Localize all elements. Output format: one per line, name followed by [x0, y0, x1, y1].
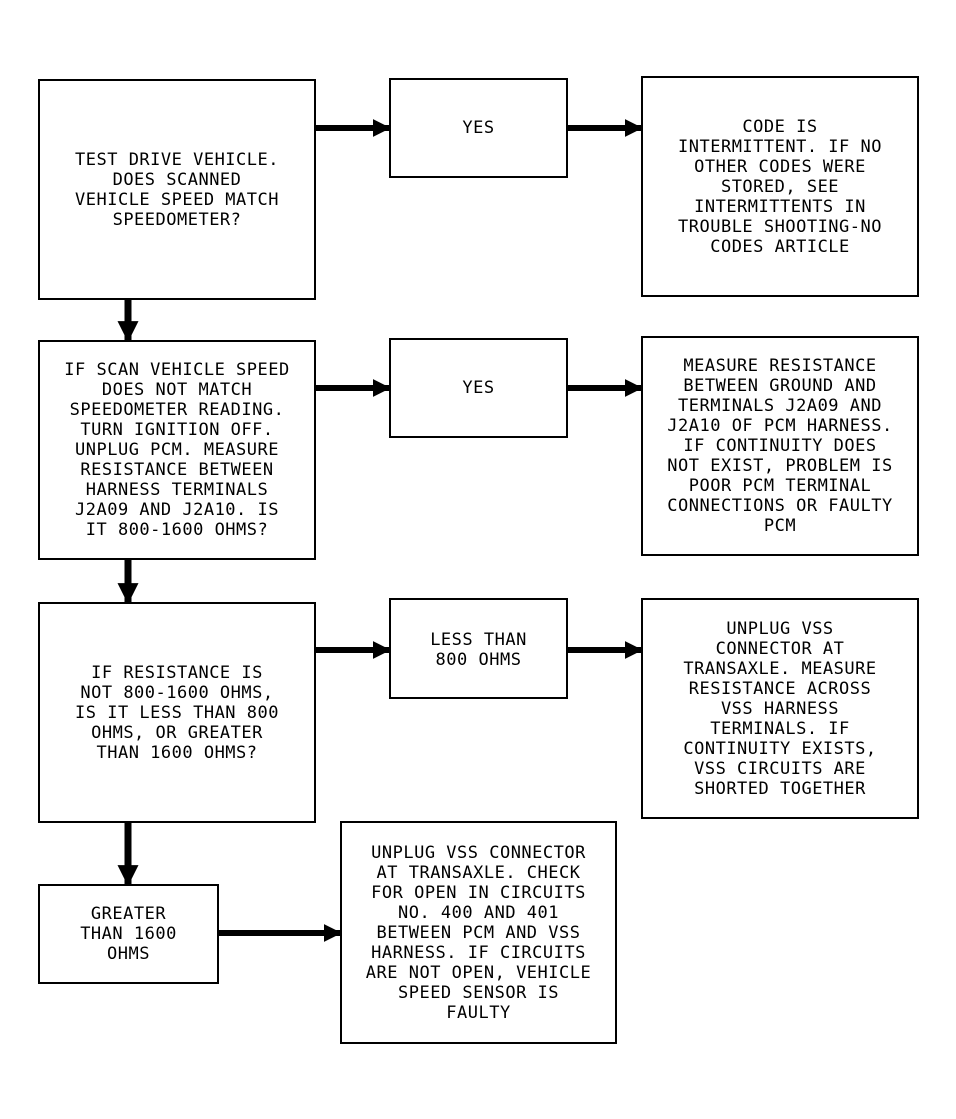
yes-text-2: YES: [462, 378, 495, 398]
vss-open-box: UNPLUG VSS CONNECTOR AT TRANSAXLE. CHECK…: [340, 821, 617, 1044]
scan-no-match-box: IF SCAN VEHICLE SPEED DOES NOT MATCH SPE…: [38, 340, 316, 560]
yes-box-1: YES: [389, 78, 568, 178]
measure-ground-text: MEASURE RESISTANCE BETWEEN GROUND AND TE…: [667, 356, 893, 536]
vss-open-text: UNPLUG VSS CONNECTOR AT TRANSAXLE. CHECK…: [365, 842, 592, 1023]
test-drive-box: TEST DRIVE VEHICLE. DOES SCANNED VEHICLE…: [38, 79, 316, 300]
measure-ground-box: MEASURE RESISTANCE BETWEEN GROUND AND TE…: [641, 336, 919, 556]
less-than-text: LESS THAN 800 OHMS: [430, 630, 527, 670]
vss-shorted-text: UNPLUG VSS CONNECTOR AT TRANSAXLE. MEASU…: [683, 618, 877, 799]
yes-text-1: YES: [462, 118, 495, 138]
intermittent-text: CODE IS INTERMITTENT. IF NO OTHER CODES …: [678, 116, 882, 257]
yes-box-2: YES: [389, 338, 568, 438]
scan-no-match-text: IF SCAN VEHICLE SPEED DOES NOT MATCH SPE…: [64, 360, 290, 540]
test-drive-text: TEST DRIVE VEHICLE. DOES SCANNED VEHICLE…: [75, 149, 279, 230]
greater-than-text: GREATER THAN 1600 OHMS: [80, 904, 177, 964]
resistance-question-box: IF RESISTANCE IS NOT 800-1600 OHMS, IS I…: [38, 602, 316, 823]
intermittent-box: CODE IS INTERMITTENT. IF NO OTHER CODES …: [641, 76, 919, 297]
resistance-question-text: IF RESISTANCE IS NOT 800-1600 OHMS, IS I…: [75, 662, 279, 763]
greater-than-box: GREATER THAN 1600 OHMS: [38, 884, 219, 984]
less-than-box: LESS THAN 800 OHMS: [389, 598, 568, 699]
vss-shorted-box: UNPLUG VSS CONNECTOR AT TRANSAXLE. MEASU…: [641, 598, 919, 819]
